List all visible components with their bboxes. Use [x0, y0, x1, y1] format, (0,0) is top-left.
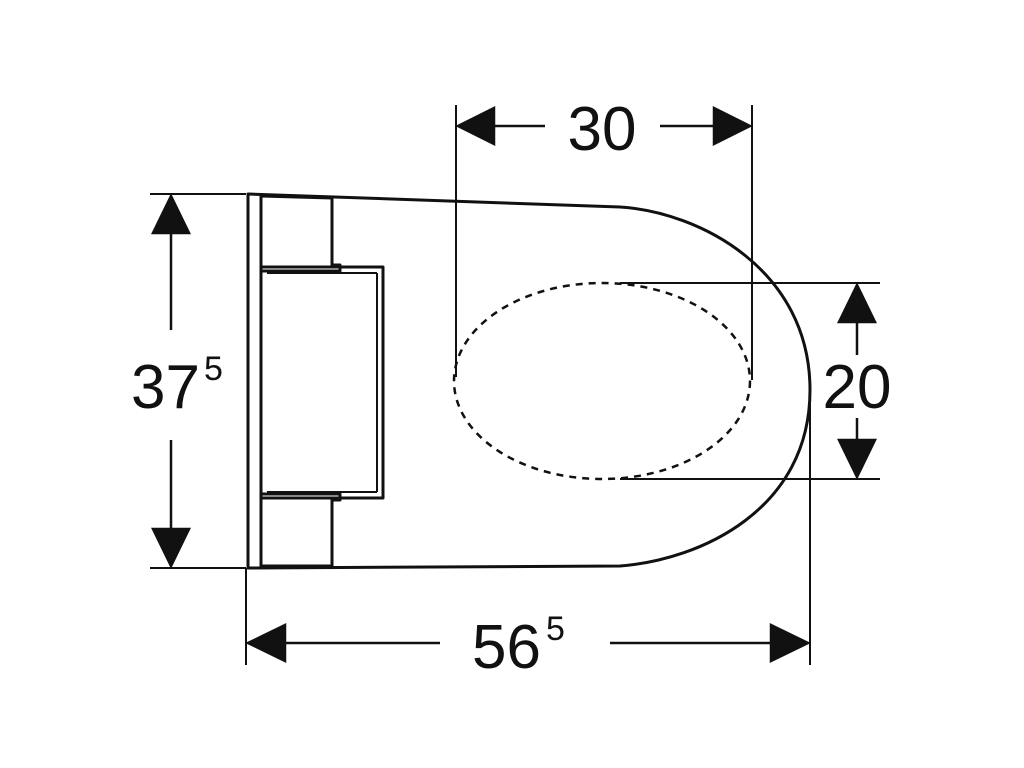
arrow-375-top — [151, 193, 191, 235]
dim-label-565: 56 — [472, 613, 541, 682]
upper-mount-block — [260, 194, 342, 273]
bowl-opening-dashed — [452, 281, 752, 481]
dim-label-375: 37 — [131, 353, 200, 422]
arrow-30-left — [455, 105, 496, 147]
arrow-30-right — [712, 105, 753, 147]
dim-label-30: 30 — [568, 95, 637, 164]
connector-body — [261, 265, 385, 500]
extension-lines — [150, 105, 880, 665]
dimension-labels: 30 37 5 20 56 5 — [131, 95, 891, 682]
dim-label-20: 20 — [823, 353, 892, 422]
arrow-565-right — [769, 623, 811, 663]
bowl-outer-contour — [246, 192, 812, 570]
lower-mount-block — [261, 492, 342, 568]
toilet-outline — [246, 192, 812, 570]
arrow-375-bottom — [151, 527, 191, 569]
dim-label-375-superscript: 5 — [204, 350, 223, 388]
arrow-20-bottom — [837, 438, 877, 480]
arrow-565-left — [245, 623, 287, 663]
dimension-lines — [151, 105, 877, 663]
arrow-20-top — [837, 282, 877, 324]
dim-label-565-superscript: 5 — [546, 610, 565, 648]
